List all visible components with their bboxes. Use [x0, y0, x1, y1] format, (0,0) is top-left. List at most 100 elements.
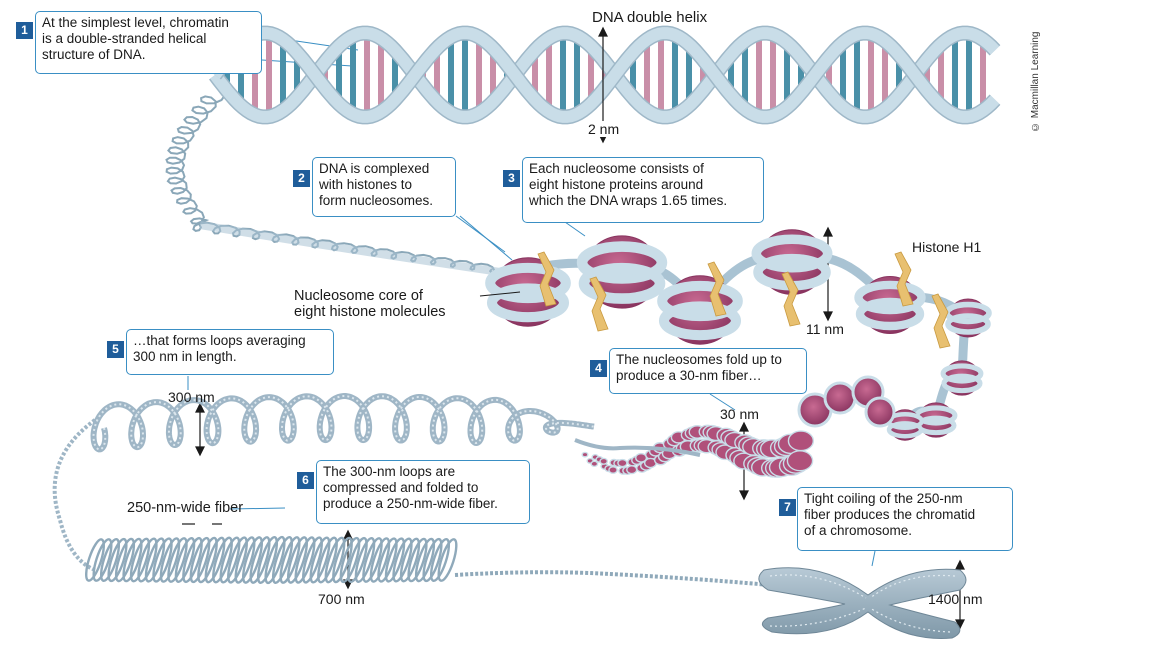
step-number-3: 3 [503, 170, 520, 187]
fiber-nucleosome [617, 458, 628, 468]
callout-step-7: Tight coiling of the 250-nm fiber produc… [797, 487, 1013, 551]
coil-turn [249, 536, 271, 584]
label-700nm: 700 nm [318, 591, 365, 607]
callout-step-2: DNA is complexed with histones to form n… [312, 157, 456, 217]
coil-turn [256, 535, 279, 585]
nucleosome-core-pointer [479, 291, 521, 297]
coil-turn [429, 537, 451, 583]
dna-wrap [945, 313, 991, 335]
histone-h1-protein [589, 276, 609, 332]
coil-turn [137, 537, 158, 583]
coil-turn [309, 536, 331, 584]
coil-turn [422, 537, 443, 583]
label-histone-h1: Histone H1 [912, 239, 982, 255]
dna-wrap [855, 297, 925, 331]
coil-turn [414, 537, 436, 583]
coil-turn [144, 537, 166, 583]
dna-wrap [576, 241, 668, 284]
coil-turn [92, 538, 113, 582]
coil-turn [114, 537, 136, 583]
fiber-nucleosome [590, 460, 599, 468]
step-number-2: 2 [293, 170, 310, 187]
coil-turn [354, 537, 376, 583]
coil-turn [212, 536, 233, 584]
nucleosome-fiber [485, 229, 992, 441]
thirty-nm-fiber [581, 375, 896, 478]
coil-turn [152, 537, 173, 583]
coil-turn [219, 536, 241, 584]
fiber-nucleosome [581, 451, 589, 458]
dna-wrap [751, 234, 833, 273]
three-hundred-nm-loops [52, 393, 701, 572]
label-11nm: 11 nm [806, 321, 844, 337]
callout-step-3: Each nucleosome consists of eight histon… [522, 157, 764, 223]
coil-turn [324, 536, 346, 584]
histone-h1-protein [537, 251, 557, 307]
step-number-1: 1 [16, 22, 33, 39]
dna-wrap [486, 283, 570, 323]
label-250nm-fiber: 250-nm-wide fiber [127, 500, 244, 516]
dna-wrap [886, 421, 924, 439]
histone-h1-protein [781, 271, 801, 327]
coil-turn [234, 536, 256, 584]
coil-turn [317, 536, 338, 584]
label-2nm: 2 nm [586, 121, 622, 137]
coil-turn [264, 535, 286, 585]
coil-turn [167, 537, 188, 583]
coil-turn [347, 536, 368, 584]
callout-step-4: The nucleosomes fold up to produce a 30-… [609, 348, 807, 394]
coil-turn [189, 536, 211, 584]
histone-h1-protein [931, 293, 951, 349]
coil-turn [377, 537, 398, 583]
coil-turn [437, 538, 458, 582]
fiber-nucleosome [608, 466, 618, 474]
coil-turn [129, 537, 151, 583]
coil-turn [107, 537, 128, 583]
histone-h1-protein [894, 251, 914, 307]
dna-wrap [854, 280, 926, 315]
step-number-6: 6 [297, 472, 314, 489]
fiber-nucleosome [823, 381, 857, 415]
coil-turn [339, 536, 361, 584]
dna-wrap [658, 301, 742, 341]
coil-turn [174, 537, 196, 583]
step-number-5: 5 [107, 341, 124, 358]
dna-wrap [657, 280, 743, 322]
fiber-nucleosome [787, 430, 815, 452]
histone-h1-protein [707, 261, 727, 317]
dna-strand-band [199, 221, 501, 276]
label-30nm: 30 nm [720, 406, 759, 422]
coil-turn [242, 536, 263, 584]
dna-coil-line [165, 94, 496, 274]
helix-backbone [210, 27, 1000, 123]
dna-wrap [941, 373, 983, 394]
coil-turn [384, 537, 406, 583]
coil-turn [279, 536, 301, 584]
coil-turn [392, 537, 413, 583]
label-1400nm: 1400 nm [928, 591, 983, 607]
helix-backbone [210, 27, 1000, 123]
coil-turn [294, 536, 316, 584]
callout-step-5: …that forms loops averaging 300 nm in le… [126, 329, 334, 375]
fiber-nucleosome [599, 457, 609, 465]
coil-turn [85, 538, 105, 582]
label-300nm: 300 nm [168, 389, 215, 405]
loop-fiber-texture [92, 395, 595, 451]
dna-double-helix [209, 25, 1001, 125]
fiber-nucleosome [864, 396, 896, 428]
coil-turn [332, 536, 353, 584]
coil-turn [197, 536, 218, 584]
label-dna-double-helix: DNA double helix [592, 9, 708, 26]
dna-wrap [940, 363, 984, 384]
coil-turn [227, 536, 248, 584]
coil-turn [99, 537, 121, 583]
callout-step-1: At the simplest level, chromatin is a do… [35, 11, 262, 74]
step-number-7: 7 [779, 499, 796, 516]
fiber-nucleosome [626, 465, 638, 475]
coil-turn [271, 535, 294, 585]
fiber-tail [454, 570, 771, 587]
dna-wrap [578, 262, 666, 304]
coil-turn [159, 537, 181, 583]
fiber-nucleosome [786, 450, 814, 472]
